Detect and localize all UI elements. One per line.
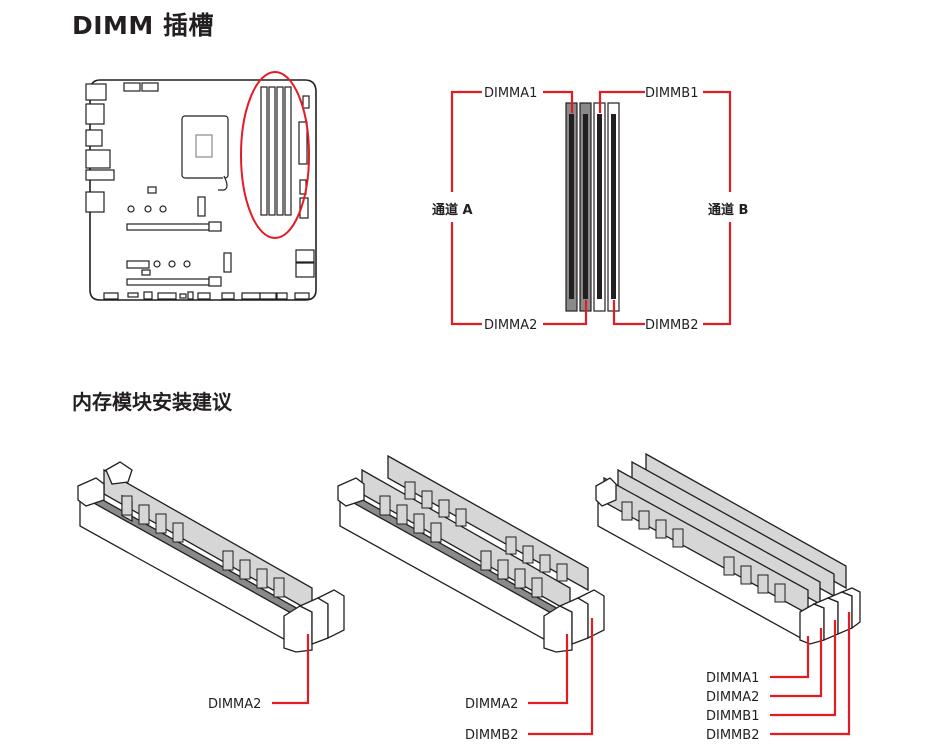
recommendation-4-chips: [621, 501, 786, 603]
label-dimmb2: DIMMB2: [645, 318, 698, 333]
r3-label-dimma1: DIMMA1: [706, 671, 759, 686]
leader-line-r2-dimmb2: [528, 618, 594, 736]
page-title: DIMM 插槽: [72, 11, 215, 40]
r1-label-dimma2: DIMMA2: [208, 697, 261, 712]
recommendation-4-modules: [595, 452, 861, 645]
label-channel-a: 通道 A: [432, 202, 473, 218]
label-channel-b: 通道 B: [708, 202, 748, 218]
leader-line-r3-dimma2: [770, 628, 823, 698]
dimm-highlight-ellipse: [240, 71, 310, 239]
leader-line-r3-dimmb1: [770, 620, 837, 717]
recommendation-2-chips: [379, 481, 568, 598]
leader-line-r3-dimma1: [770, 636, 810, 679]
label-dimma1: DIMMA1: [484, 86, 537, 101]
channel-leader-lines: [450, 90, 732, 326]
r3-label-dimmb2: DIMMB2: [706, 728, 759, 743]
recommendation-1-chips: [121, 495, 285, 598]
dimm-slot-diagram: [565, 102, 620, 312]
leader-line-r1-dimma2: [272, 634, 310, 705]
label-dimmb1: DIMMB1: [645, 86, 698, 101]
recommendation-2-modules: [337, 454, 605, 653]
r2-label-dimmb2: DIMMB2: [465, 728, 518, 743]
motherboard-components: [85, 82, 315, 300]
leader-line-r3-dimmb2: [770, 612, 851, 736]
r3-label-dimma2: DIMMA2: [706, 690, 759, 705]
section-subtitle: 内存模块安装建议: [72, 390, 232, 414]
leader-line-r2-dimma2: [528, 634, 569, 705]
recommendation-1-module: [77, 461, 345, 653]
r2-label-dimma2: DIMMA2: [465, 697, 518, 712]
r3-label-dimmb1: DIMMB1: [706, 709, 759, 724]
label-dimma2: DIMMA2: [484, 318, 537, 333]
